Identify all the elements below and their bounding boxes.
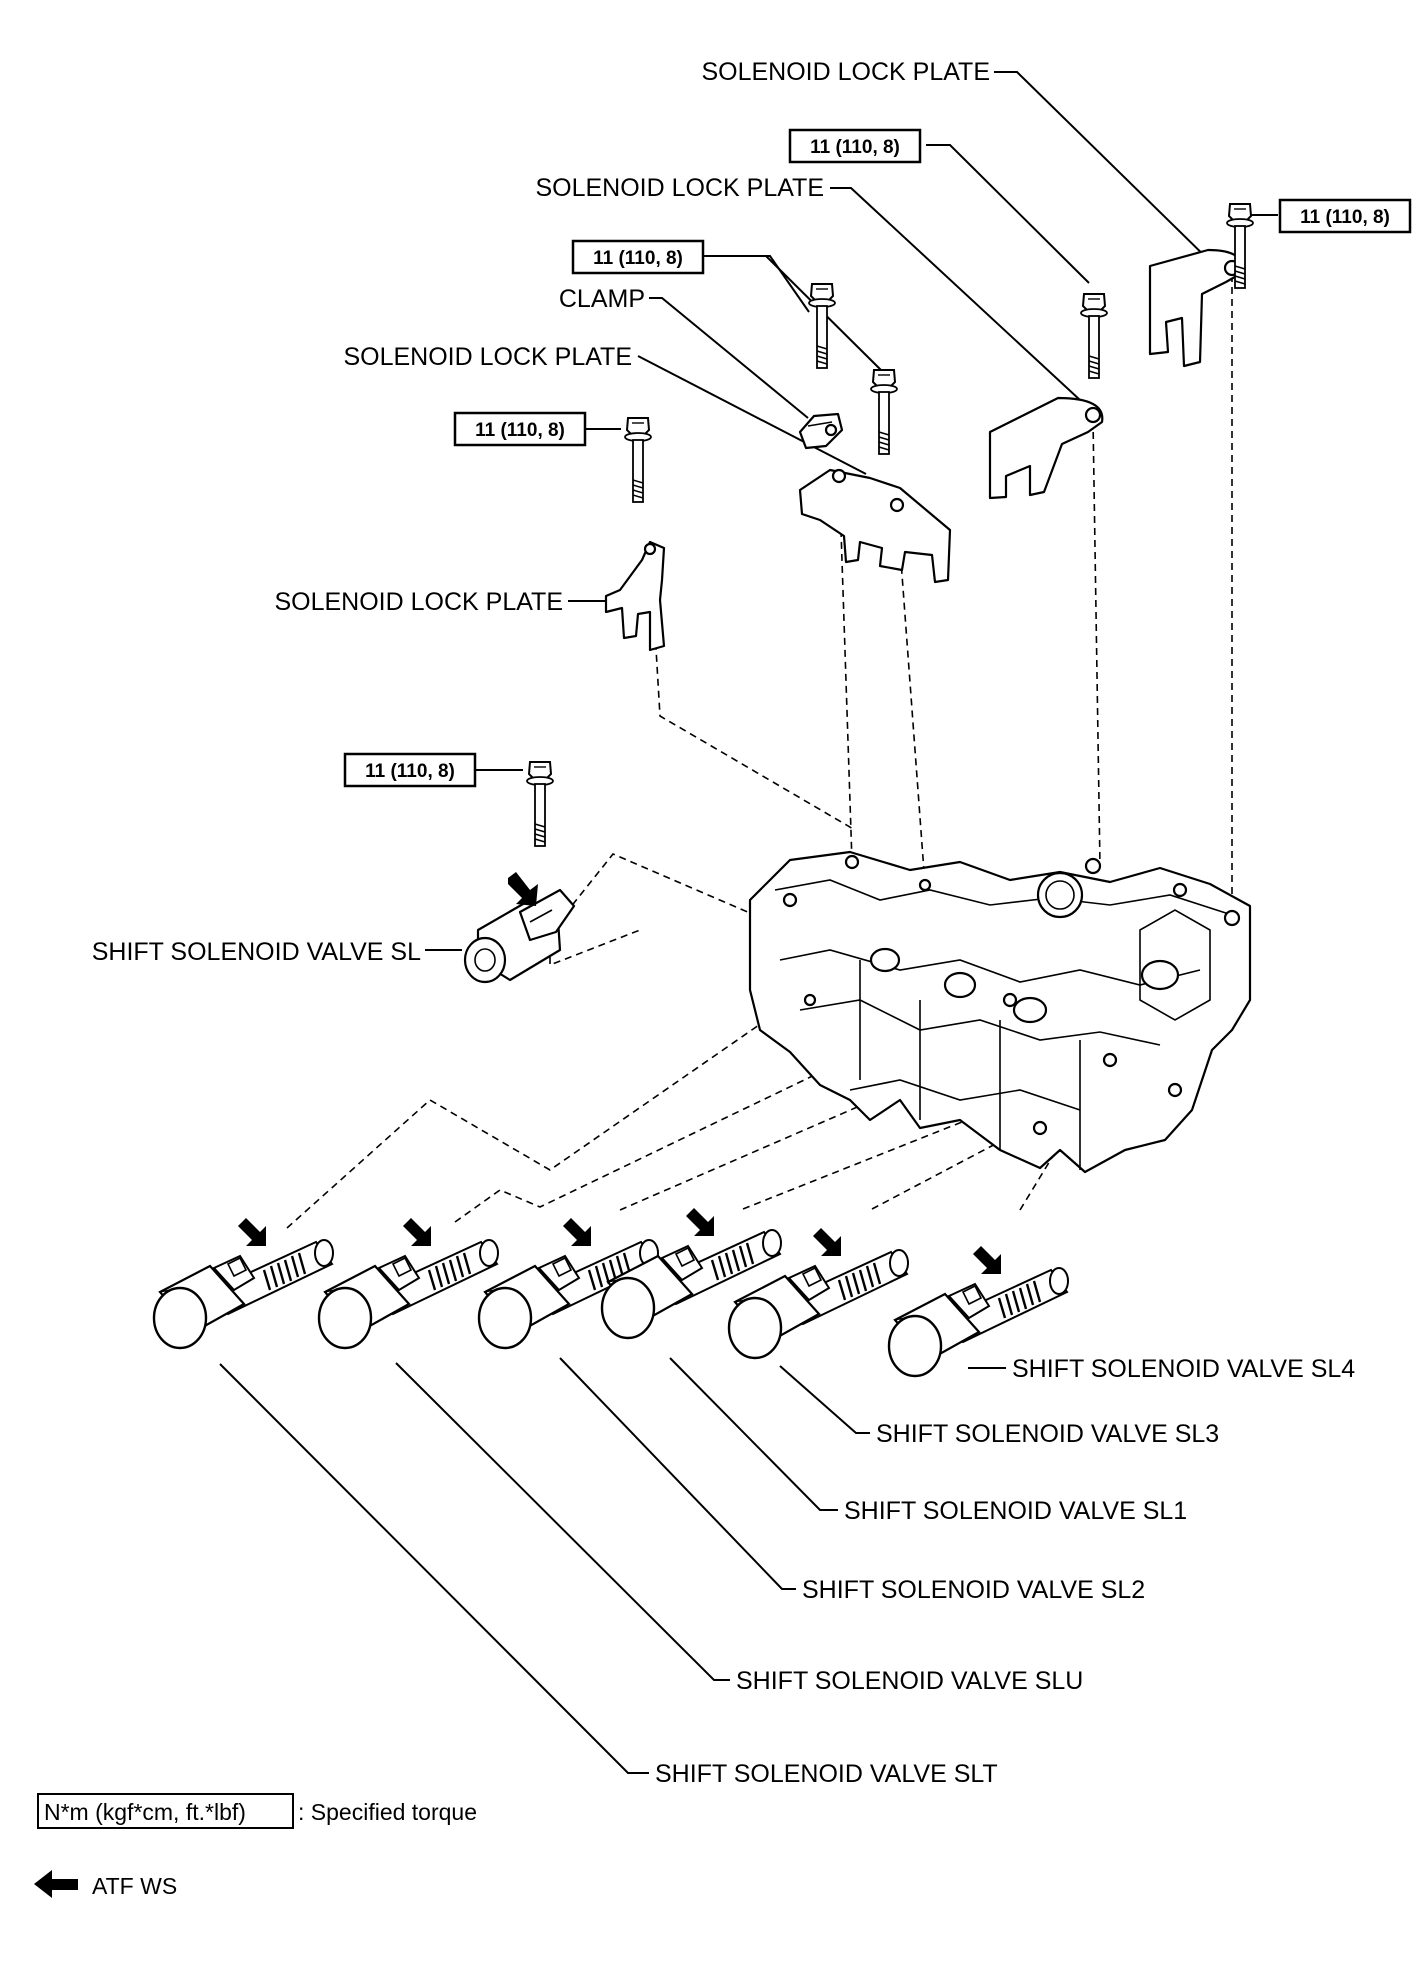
torque-box: 11 (110, 8) <box>453 411 587 447</box>
bolt-icon <box>526 761 554 847</box>
torque-box: 11 (110, 8) <box>571 239 705 275</box>
torque-value: 11 (110, 8) <box>593 248 683 269</box>
lock-plate-icon <box>988 396 1104 500</box>
torque-box: 11 (110, 8) <box>343 752 477 788</box>
legend-torque-desc: : Specified torque <box>298 1799 477 1825</box>
label-shift-solenoid-valve-sl2: SHIFT SOLENOID VALVE SL2 <box>802 1576 1145 1604</box>
valve-body-icon <box>748 850 1252 1174</box>
bolt-icon <box>1080 293 1108 379</box>
lock-plate-icon <box>604 540 666 652</box>
lock-plate-hole <box>1084 406 1102 424</box>
label-shift-solenoid-valve-sl: SHIFT SOLENOID VALVE SL <box>92 938 421 966</box>
legend-atf: ATF WS <box>34 1870 177 1899</box>
label-shift-solenoid-valve-sl3: SHIFT SOLENOID VALVE SL3 <box>876 1420 1219 1448</box>
atf-arrow-icon <box>34 1870 78 1898</box>
torque-value: 11 (110, 8) <box>475 420 565 441</box>
leader-lines <box>219 71 1278 1774</box>
label-shift-solenoid-valve-slt: SHIFT SOLENOID VALVE SLT <box>655 1760 998 1788</box>
label-solenoid-lock-plate-1: SOLENOID LOCK PLATE <box>701 58 990 86</box>
legend-torque: N*m (kgf*cm, ft.*lbf) : Specified torque <box>37 1793 477 1829</box>
label-solenoid-lock-plate-2: SOLENOID LOCK PLATE <box>535 174 824 202</box>
bolt-icon <box>808 283 836 369</box>
torque-value: 11 (110, 8) <box>810 137 900 158</box>
torque-box: 11 (110, 8) <box>788 128 922 164</box>
label-shift-solenoid-valve-sl4: SHIFT SOLENOID VALVE SL4 <box>1012 1355 1355 1383</box>
label-clamp: CLAMP <box>559 285 645 313</box>
label-solenoid-lock-plate-3: SOLENOID LOCK PLATE <box>343 343 632 371</box>
solenoid-valve-slt-icon <box>152 1216 335 1350</box>
solenoid-valve-slu-icon <box>317 1216 500 1350</box>
bolt-icon <box>870 369 898 455</box>
label-shift-solenoid-valve-sl1: SHIFT SOLENOID VALVE SL1 <box>844 1497 1187 1525</box>
solenoid-valve-sl-icon <box>463 872 576 984</box>
label-shift-solenoid-valve-slu: SHIFT SOLENOID VALVE SLU <box>736 1667 1083 1695</box>
lock-plate-icon <box>798 468 952 584</box>
label-solenoid-lock-plate-4: SOLENOID LOCK PLATE <box>274 588 563 616</box>
torque-value: 11 (110, 8) <box>1300 207 1390 228</box>
legend-torque-key: N*m (kgf*cm, ft.*lbf) <box>44 1799 246 1825</box>
torque-value: 11 (110, 8) <box>365 761 455 782</box>
torque-box: 11 (110, 8) <box>1278 198 1412 234</box>
bolt-icon <box>624 417 652 503</box>
legend-atf-label: ATF WS <box>92 1873 177 1899</box>
